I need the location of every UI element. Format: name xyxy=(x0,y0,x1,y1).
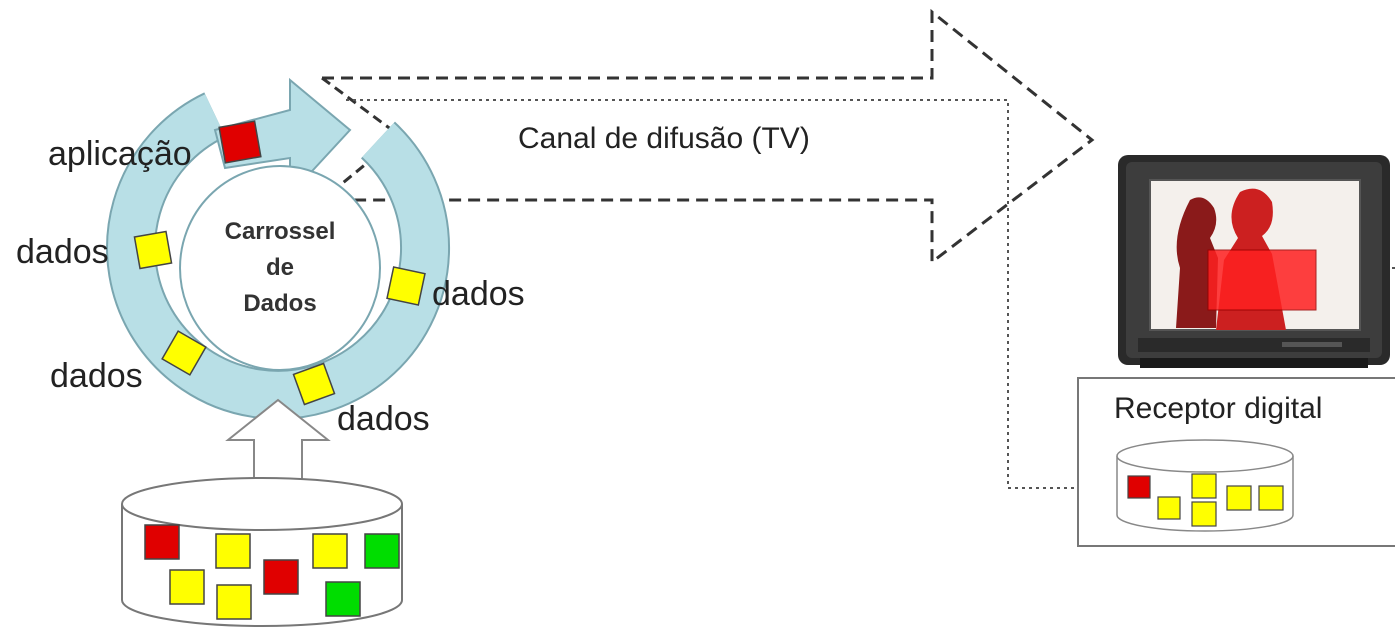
carousel-title-line1: Carrossel xyxy=(224,218,336,245)
application-block xyxy=(218,120,262,164)
data-block-right xyxy=(386,266,426,306)
carousel-ring xyxy=(106,77,451,420)
data-label-left-bottom: dados xyxy=(50,357,143,395)
data-block-left-bottom xyxy=(161,330,207,376)
data-label-right: dados xyxy=(432,275,525,313)
television-icon xyxy=(1118,155,1390,368)
receiver-label: Receptor digital xyxy=(1114,392,1323,425)
carousel-title: Carrossel de Dados xyxy=(195,214,365,322)
receiver-storage xyxy=(1116,439,1294,532)
carousel-title-line3: Dados xyxy=(243,290,317,317)
database-cylinder xyxy=(121,477,403,627)
dotted-link-path xyxy=(346,99,1112,496)
application-label: aplicação xyxy=(48,135,192,173)
data-label-left-top: dados xyxy=(16,233,109,271)
data-block-bottom xyxy=(292,362,336,406)
data-block-left-top xyxy=(133,230,173,270)
data-label-bottom: dados xyxy=(337,400,430,438)
carousel-title-line2: de xyxy=(265,254,294,281)
broadcast-channel-label: Canal de difusão (TV) xyxy=(518,122,810,155)
